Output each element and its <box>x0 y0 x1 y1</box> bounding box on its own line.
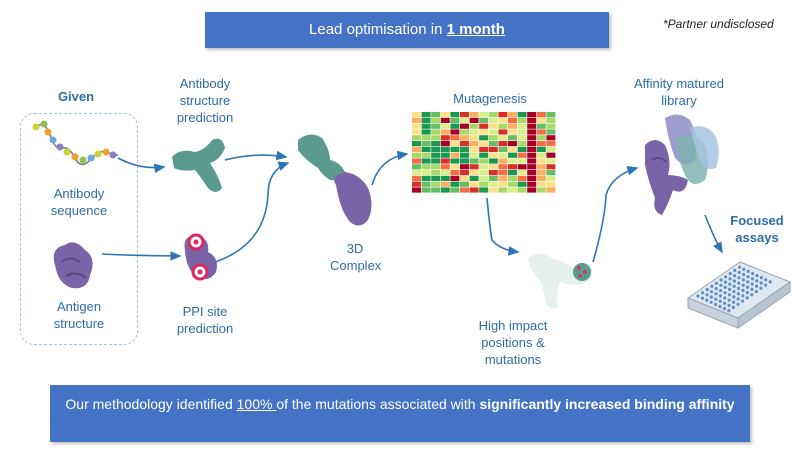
bottom-banner-text-2: of the mutations associated with <box>276 396 480 412</box>
antigen-structure-label: Antigen structure <box>53 299 105 331</box>
bottom-banner-percent: 100% <box>236 396 277 412</box>
partner-note: *Partner undisclosed <box>663 17 774 31</box>
antibody-sequence-label: Antibody sequence <box>50 186 108 218</box>
affinity-library-label: Affinity matured library <box>633 76 725 108</box>
arrow-ppi-to-complex <box>214 161 290 263</box>
arrow-mutagenesis-to-impact <box>486 197 520 256</box>
complex-3d-icon <box>298 134 372 226</box>
top-banner-text: Lead optimisation in <box>309 21 447 38</box>
arrow-sequence-to-structure <box>117 157 166 173</box>
well-plate-icon <box>686 261 792 329</box>
arrow-impact-to-library <box>592 165 639 263</box>
arrow-antigen-to-ppi <box>101 251 182 261</box>
top-banner-emphasis: 1 month <box>446 21 505 38</box>
affinity-library-icon <box>645 114 719 215</box>
antibody-structure-prediction-label: Antibody structure prediction <box>176 76 234 125</box>
arrow-complex-to-mutagenesis <box>371 150 409 186</box>
flow-arrows <box>101 150 723 263</box>
antigen-structure-icon <box>53 242 93 289</box>
given-title: Given <box>57 89 95 104</box>
top-banner: Lead optimisation in 1 month <box>205 12 609 48</box>
bottom-banner-emphasis: significantly increased binding affinity <box>479 396 735 412</box>
antibody-sequence-icon <box>32 120 119 166</box>
antibody-structure-icon <box>172 138 225 192</box>
complex-3d-label: 3D Complex <box>330 241 382 273</box>
given-box <box>20 113 138 345</box>
focused-assays-label: Focused assays <box>730 213 784 245</box>
high-impact-icon <box>528 254 593 309</box>
mutagenesis-heatmap <box>412 112 556 193</box>
ppi-site-icon <box>184 233 217 281</box>
mutagenesis-label: Mutagenesis <box>453 91 527 106</box>
high-impact-label: High impact positions & mutations <box>478 318 548 367</box>
bottom-banner-text-1: Our methodology identified <box>65 396 237 412</box>
arrow-library-to-assays <box>704 214 723 254</box>
arrow-structure-to-complex <box>224 150 288 161</box>
bottom-banner: Our methodology identified 100% of the m… <box>50 385 750 442</box>
ppi-site-prediction-label: PPI site prediction <box>176 304 234 336</box>
